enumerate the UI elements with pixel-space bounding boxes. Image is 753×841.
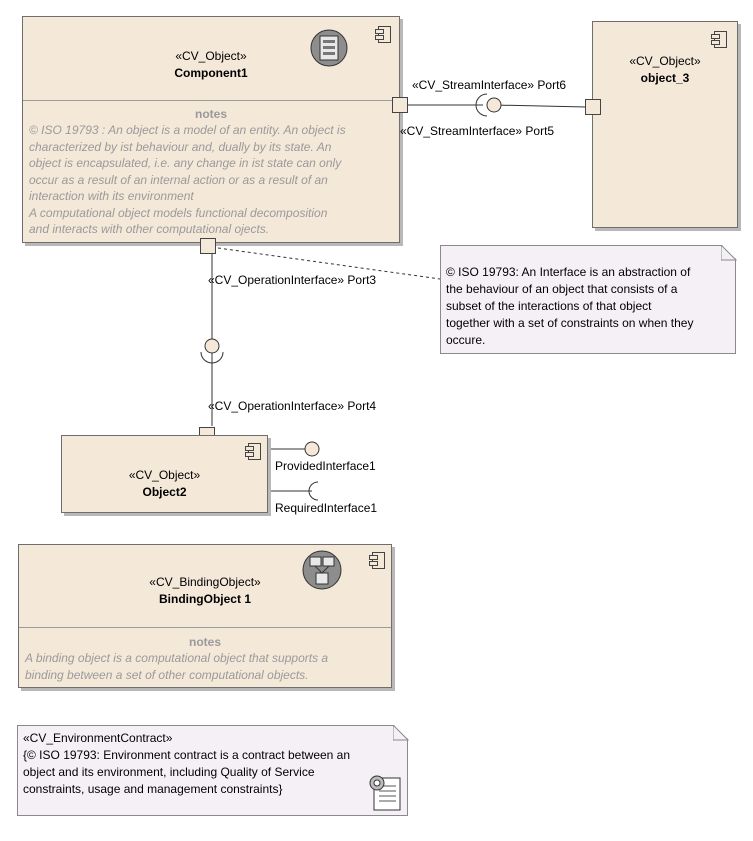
object3-box[interactable]: «CV_Object» object_3	[592, 21, 738, 228]
port4-label: «CV_OperationInterface» Port4	[208, 399, 377, 413]
interface-note[interactable]: © ISO 19793: An Interface is an abstract…	[440, 245, 736, 354]
object2-stereotype: «CV_Object»	[128, 468, 201, 482]
stream-connector-right	[493, 104, 587, 108]
binding-object-separator	[19, 627, 391, 628]
interface-note-text: © ISO 19793: An Interface is an abstract…	[446, 265, 694, 347]
binding-object-name: BindingObject 1	[158, 592, 251, 606]
stream-socket	[475, 93, 488, 117]
contract-icon	[368, 774, 404, 812]
environment-contract-corner	[393, 725, 409, 741]
environment-contract-stereotype: «CV_EnvironmentContract»	[23, 731, 173, 745]
component1-stereotype: «CV_Object»	[175, 49, 247, 63]
component1-separator	[23, 100, 399, 101]
component1-notes: © ISO 19793 : An object is a model of an…	[29, 123, 346, 236]
port5-label: «CV_StreamInterface» Port5	[400, 124, 555, 138]
provided-interface-label: ProvidedInterface1	[275, 459, 376, 473]
component1-box[interactable]: «CV_Object» Component1 notes © ISO 19793…	[22, 16, 400, 243]
object2-box[interactable]: «CV_Object» Object2	[61, 435, 268, 513]
object3-name: object_3	[640, 71, 690, 85]
required-interface-label: RequiredInterface1	[275, 501, 378, 515]
port3-label: «CV_OperationInterface» Port3	[208, 273, 377, 287]
component-object-icon	[309, 28, 349, 68]
object2-name: Object2	[142, 485, 187, 499]
binding-object-notes: A binding object is a computational obje…	[25, 651, 329, 682]
operation-socket	[200, 351, 224, 364]
operation-ball	[204, 338, 220, 354]
environment-contract-text: {© ISO 19793: Environment contract is a …	[23, 748, 351, 796]
binding-object-box[interactable]: «CV_BindingObject» BindingObject 1 notes…	[18, 544, 392, 688]
environment-contract[interactable]: «CV_EnvironmentContract» {© ISO 19793: E…	[17, 725, 408, 816]
component-icon	[369, 552, 385, 569]
port6[interactable]	[392, 97, 408, 113]
component-icon	[245, 443, 261, 460]
port5[interactable]	[585, 99, 601, 115]
object3-stereotype: «CV_Object»	[629, 54, 701, 68]
required-interface-socket	[308, 481, 319, 501]
provided-interface-ball	[304, 441, 320, 457]
component1-name: Component1	[174, 66, 248, 80]
note-link	[217, 247, 441, 280]
port3[interactable]	[200, 238, 216, 254]
binding-object-icon	[301, 549, 343, 591]
stream-ball	[486, 97, 502, 113]
component-icon	[375, 26, 391, 43]
interface-note-corner	[721, 245, 737, 261]
port6-label: «CV_StreamInterface» Port6	[412, 78, 567, 92]
binding-object-notes-title: notes	[188, 635, 221, 649]
binding-object-stereotype: «CV_BindingObject»	[149, 575, 261, 589]
component-icon	[711, 31, 727, 48]
component1-notes-title: notes	[194, 107, 227, 121]
